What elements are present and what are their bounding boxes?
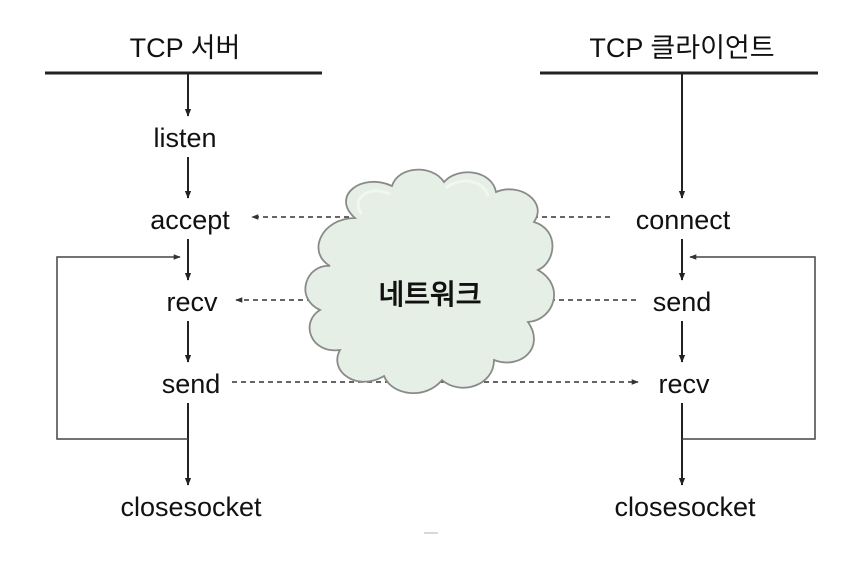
server-step-accept: accept (150, 205, 230, 235)
network-label: 네트워크 (378, 278, 481, 311)
server-step-closesocket: closesocket (120, 492, 262, 522)
client-step-connect: connect (636, 205, 731, 235)
client-step-recv: recv (658, 369, 710, 399)
server-loop-line (56, 254, 188, 440)
server-step-send: send (162, 369, 221, 399)
client-loop-line (682, 254, 816, 440)
client-step-send: send (653, 287, 712, 317)
cloud-highlight (356, 179, 490, 215)
cloud-shape (304, 168, 555, 394)
network-cloud: 네트워크 (304, 168, 555, 394)
client-title: TCP 클라이언트 (589, 33, 774, 63)
server-step-recv: recv (166, 287, 218, 317)
server-step-listen: listen (153, 123, 216, 153)
server-title: TCP 서버 (130, 33, 241, 63)
client-step-closesocket: closesocket (614, 492, 756, 522)
